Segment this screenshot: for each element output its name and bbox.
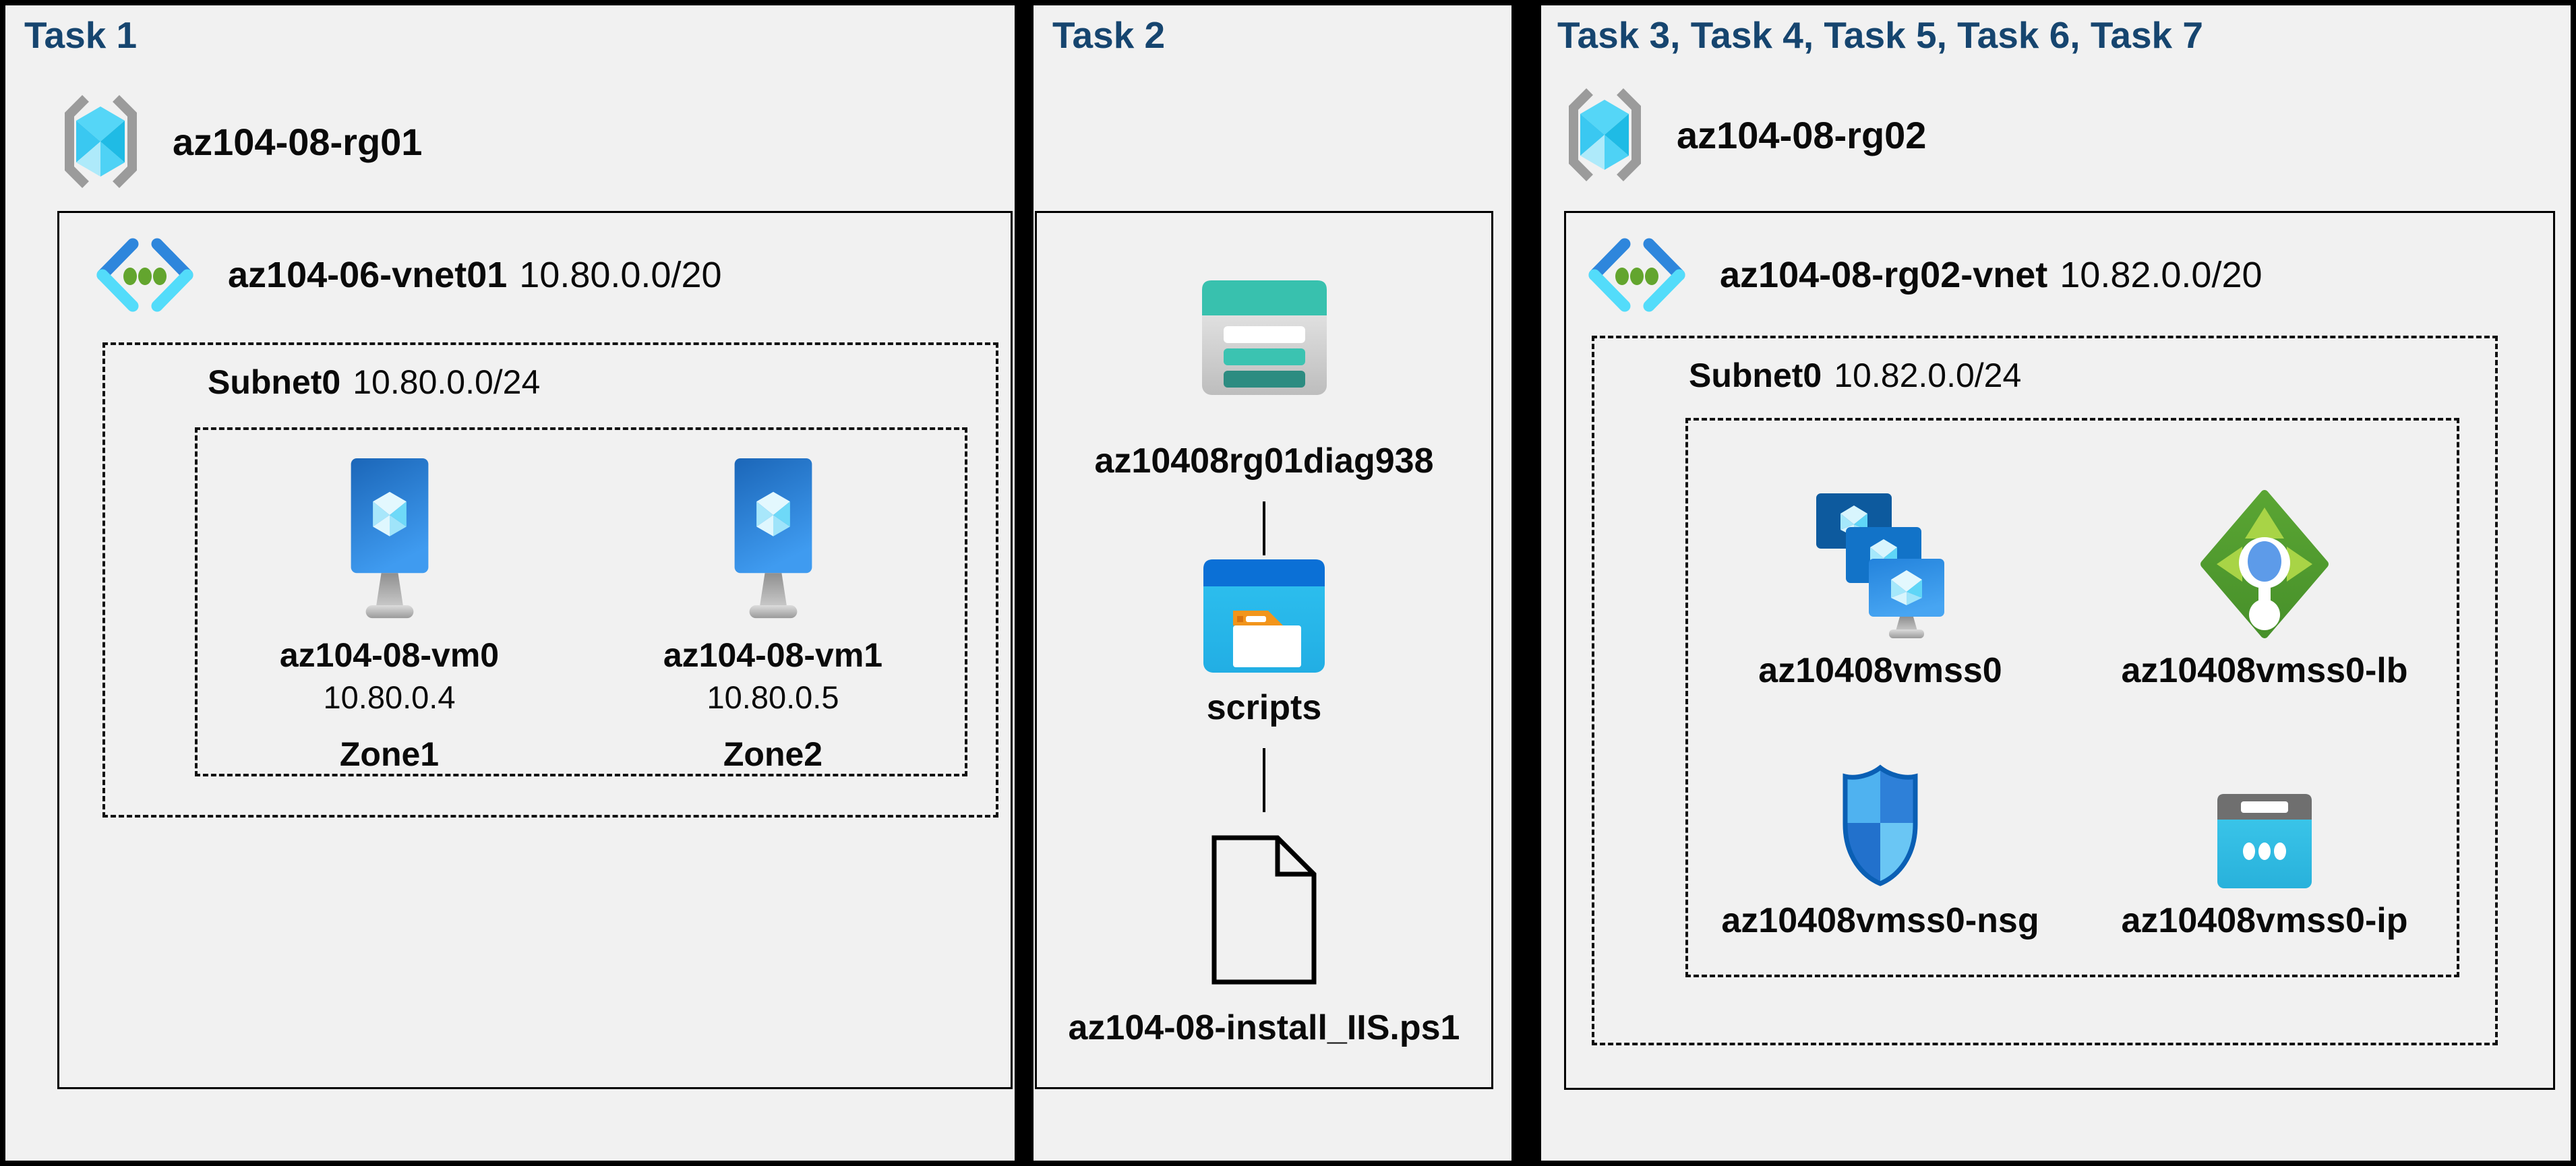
vm-name-label: az104-08-vm0 xyxy=(279,636,500,674)
vnet-name-label: az104-08-rg02-vnet xyxy=(1720,255,2048,295)
file-label: az104-08-install_IIS.ps1 xyxy=(1068,1008,1460,1047)
subnet-box: Subnet0 10.82.0.0/24 xyxy=(1592,336,2498,1045)
subnet-cidr-label: 10.82.0.0/24 xyxy=(1834,357,2022,394)
vnet-name-label: az104-06-vnet01 xyxy=(228,255,508,295)
resource-group-icon xyxy=(1569,88,1641,181)
panel-task3: Task 3, Task 4, Task 5, Task 6, Task 7 a… xyxy=(1541,5,2571,1161)
vmss-resource-grid: az10408vmss0 xyxy=(1685,418,2459,977)
storage-account-icon xyxy=(1201,280,1327,395)
subnet-label: Subnet0 10.80.0.0/24 xyxy=(208,363,540,402)
resource-item: az10408vmss0 xyxy=(1688,441,2072,691)
vm-ip-label: 10.80.0.5 xyxy=(707,679,839,715)
virtual-machine-icon xyxy=(734,458,812,619)
storage-account-label: az10408rg01diag938 xyxy=(1094,441,1434,481)
panel-title: Task 1 xyxy=(24,14,138,56)
vm-zone-label: Zone1 xyxy=(339,735,440,773)
vnet-label: az104-06-vnet01 10.80.0.0/20 xyxy=(228,254,722,296)
vnet-cidr-label: 10.80.0.0/20 xyxy=(519,255,722,295)
vm-scale-set-icon xyxy=(1816,493,1944,638)
vm-item: az104-08-vm0 10.80.0.4 Zone1 xyxy=(198,430,581,774)
resource-group-row: az104-08-rg01 xyxy=(56,92,422,191)
resource-item: az10408vmss0-ip xyxy=(2072,691,2457,941)
connector-line xyxy=(1263,501,1265,555)
network-security-group-icon xyxy=(1843,764,1918,886)
zone-box: az104-08-vm0 10.80.0.4 Zone1 xyxy=(195,427,967,776)
container-label: scripts xyxy=(1206,688,1322,727)
vmss-label: az10408vmss0 xyxy=(1758,651,2002,690)
blob-container-icon xyxy=(1203,559,1325,673)
vnet-label: az104-08-rg02-vnet 10.82.0.0/20 xyxy=(1720,254,2263,296)
storage-box: az10408rg01diag938 scripts az104-08-inst… xyxy=(1035,211,1493,1089)
load-balancer-icon xyxy=(2200,490,2329,638)
ip-label: az10408vmss0-ip xyxy=(2121,901,2408,940)
panel-title: Task 3, Task 4, Task 5, Task 6, Task 7 xyxy=(1557,14,2203,56)
resource-group-row: az104-08-rg02 xyxy=(1560,85,1926,185)
resource-group-label: az104-08-rg01 xyxy=(173,120,423,163)
resource-item: az10408vmss0-nsg xyxy=(1688,691,2072,941)
resource-item: az10408vmss0-lb xyxy=(2072,441,2457,691)
virtual-network-icon xyxy=(96,238,193,312)
vnet-cidr-label: 10.82.0.0/20 xyxy=(2060,255,2263,295)
file-icon xyxy=(1211,835,1317,985)
vnet-row: az104-08-rg02-vnet 10.82.0.0/20 xyxy=(1586,237,2263,313)
lb-label: az10408vmss0-lb xyxy=(2121,651,2408,690)
vnet-box: az104-08-rg02-vnet 10.82.0.0/20 Subnet0 10… xyxy=(1564,211,2555,1090)
connector-line xyxy=(1263,748,1265,812)
vm-zone-label: Zone2 xyxy=(723,735,823,773)
subnet-name-label: Subnet0 xyxy=(208,363,341,401)
subnet-box: Subnet0 10.80.0.0/24 xyxy=(102,342,998,818)
panel-task1: Task 1 az104-08-rg01 xyxy=(5,5,1015,1161)
vm-item: az104-08-vm1 10.80.0.5 Zone2 xyxy=(581,430,965,774)
subnet-label: Subnet0 10.82.0.0/24 xyxy=(1689,356,2021,395)
resource-group-icon xyxy=(65,95,137,188)
vm-ip-label: 10.80.0.4 xyxy=(323,679,456,715)
virtual-network-icon xyxy=(1588,238,1685,312)
subnet-name-label: Subnet0 xyxy=(1689,357,1822,394)
resource-group-label: az104-08-rg02 xyxy=(1677,113,1927,156)
virtual-machine-icon xyxy=(351,458,428,619)
vnet-box: az104-06-vnet01 10.80.0.0/20 Subnet0 10.80… xyxy=(57,211,1013,1089)
subnet-cidr-label: 10.80.0.0/24 xyxy=(353,363,541,401)
vnet-row: az104-06-vnet01 10.80.0.0/20 xyxy=(94,237,722,313)
panel-title: Task 2 xyxy=(1052,14,1166,56)
public-ip-icon xyxy=(2217,794,2312,888)
panel-task2: Task 2 az10408rg01diag938 scripts xyxy=(1034,5,1511,1161)
vm-name-label: az104-08-vm1 xyxy=(663,636,883,674)
nsg-label: az10408vmss0-nsg xyxy=(1721,901,2039,940)
